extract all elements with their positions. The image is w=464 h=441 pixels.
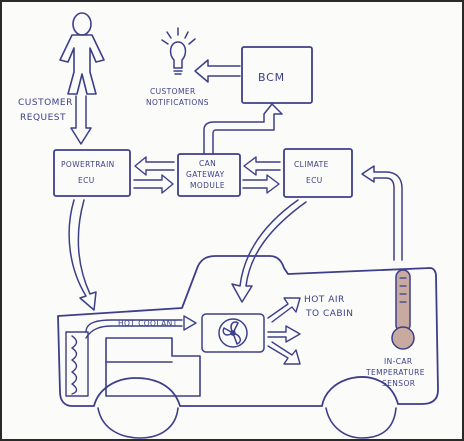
hot-air-arrows: [267, 297, 301, 365]
fan-heater-icon: [201, 313, 265, 353]
sensor-label-2: TEMPERATURE: [365, 368, 425, 377]
powertrain-ecu-box: POWERTRAIN ECU: [53, 149, 131, 197]
powertrain-label-1: POWERTRAIN: [61, 160, 115, 169]
can-gateway-box: CAN GATEWAY MODULE: [177, 153, 241, 197]
hot-air-label-1: HOT AIR: [304, 295, 345, 305]
customer-notifications-label-2: NOTIFICATIONS: [146, 98, 209, 107]
customer-request-label-1: CUSTOMER: [18, 98, 73, 108]
customer-person-icon: [59, 12, 105, 95]
sensor-to-climate-arrow: [361, 165, 403, 261]
hot-coolant-label: HOT COOLANT: [118, 319, 178, 328]
can-label-2: GATEWAY: [186, 170, 225, 179]
bcm-box: BCM: [241, 46, 313, 104]
customer-request-label-2: REQUEST: [20, 113, 66, 123]
sensor-label-3: SENSOR: [382, 379, 415, 388]
hot-coolant-line: [85, 315, 197, 339]
powertrain-label-2: ECU: [78, 176, 95, 185]
climate-ecu-box: CLIMATE ECU: [283, 148, 353, 198]
request-arrow: [70, 95, 92, 145]
light-bulb-icon: [161, 27, 196, 75]
climate-to-fan-arrow: [231, 199, 307, 303]
can-label-1: CAN: [199, 159, 216, 168]
climate-label-2: ECU: [306, 176, 323, 185]
sensor-label-1: IN-CAR: [384, 357, 413, 366]
bcm-to-bulb-arrow: [194, 59, 241, 83]
powertrain-to-engine-arrow: [68, 199, 97, 311]
customer-notifications-label-1: CUSTOMER: [150, 87, 196, 96]
car-wheels: [97, 407, 397, 439]
radiator: [65, 331, 89, 397]
hot-air-label-2: TO CABIN: [305, 309, 353, 319]
car-outline: [57, 255, 439, 407]
can-label-3: MODULE: [190, 181, 225, 190]
powertrain-can-arrows: [133, 156, 175, 194]
engine-block: [105, 337, 201, 397]
can-to-bcm-arrow: [203, 103, 283, 155]
bcm-label: BCM: [258, 71, 285, 84]
climate-label-1: CLIMATE: [294, 160, 329, 169]
can-climate-arrows: [242, 156, 281, 194]
thermometer-icon: [391, 269, 415, 350]
